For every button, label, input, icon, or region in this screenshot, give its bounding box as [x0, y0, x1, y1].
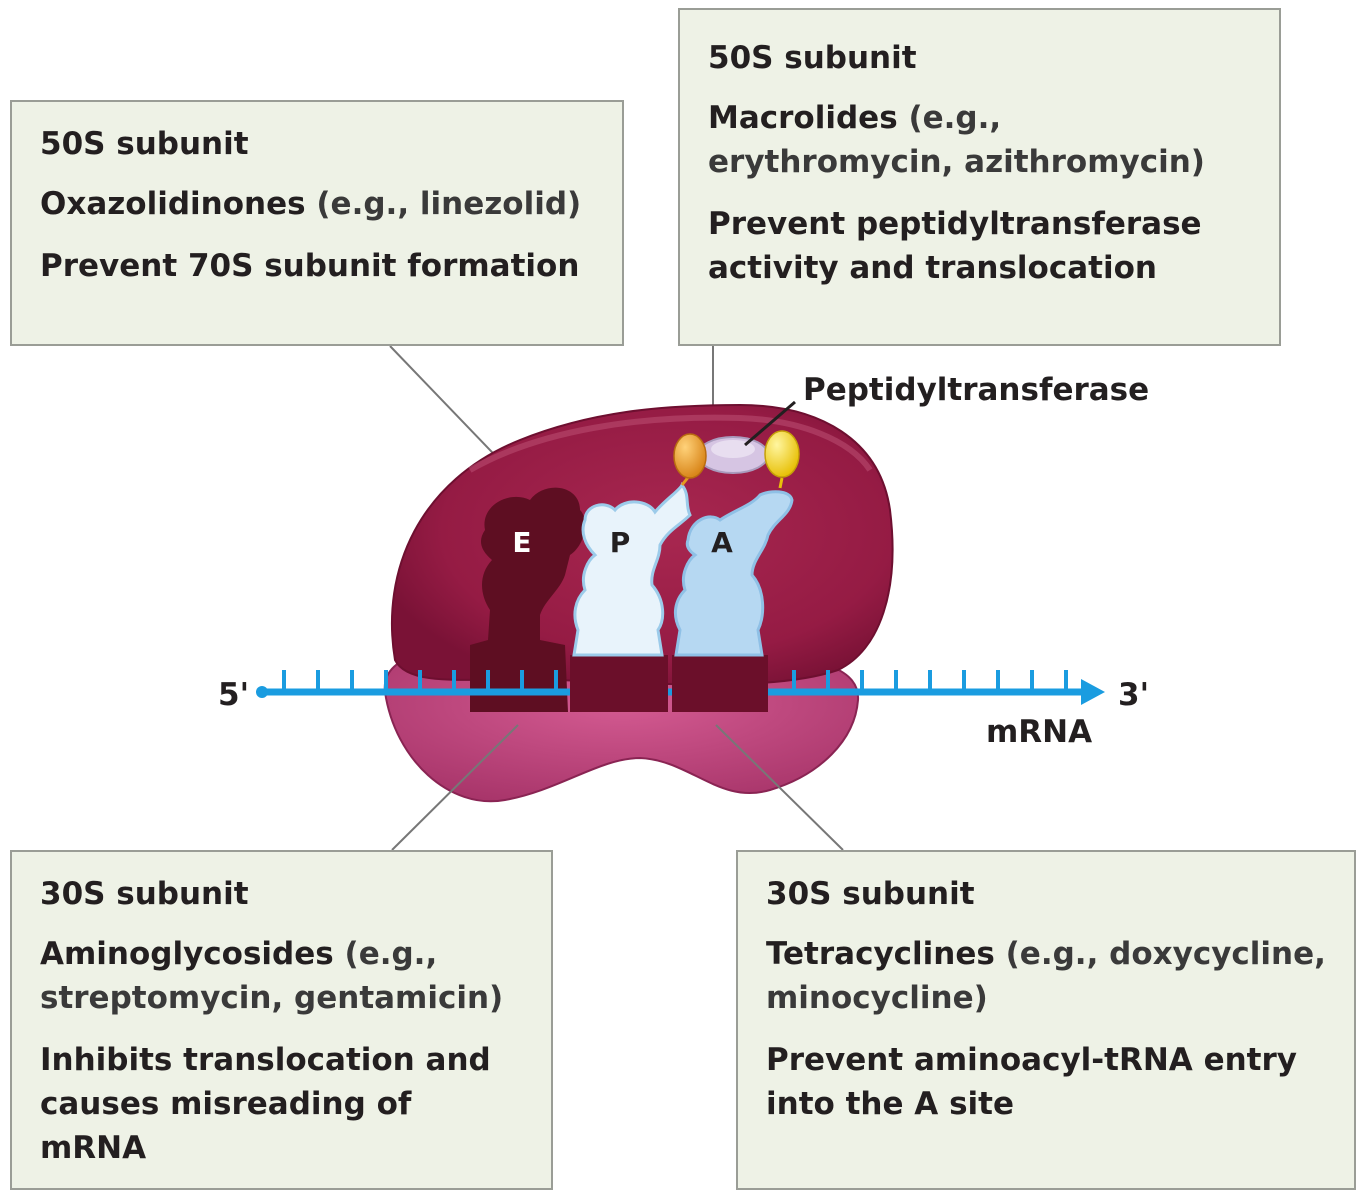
- mrna-tail: [256, 686, 268, 698]
- drug-class: Macrolides (e.g., erythromycin, azithrom…: [708, 96, 1251, 184]
- macrolides-box: 50S subunit Macrolides (e.g., erythromyc…: [678, 8, 1281, 346]
- five-prime-label: 5': [218, 677, 249, 713]
- a-site-trna: [673, 490, 794, 657]
- a-site-codon-block: [672, 655, 768, 712]
- drug-class: Tetracyclines (e.g., doxycycline, minocy…: [766, 932, 1326, 1020]
- site-p-label: P: [610, 526, 631, 559]
- peptidyltransferase-site-inner: [711, 440, 755, 458]
- box-title: 50S subunit: [708, 40, 917, 76]
- drug-examples: (e.g., linezolid): [305, 186, 582, 222]
- drug-examples: (e.g., streptomycin, gentamicin): [40, 936, 504, 1016]
- box-title: 30S subunit: [40, 876, 249, 912]
- drug-class-name: Macrolides: [708, 100, 898, 136]
- amino-acid-orange: [673, 433, 707, 479]
- drug-class-name: Aminoglycosides: [40, 936, 334, 972]
- drug-effect: Inhibits translocation and causes misrea…: [40, 1042, 491, 1166]
- drug-class-name: Tetracyclines: [766, 936, 995, 972]
- e-site-trna: [470, 487, 586, 712]
- drug-class: Aminoglycosides (e.g., streptomycin, gen…: [40, 932, 523, 1020]
- peptidyltransferase-label: Peptidyltransferase: [803, 372, 1149, 408]
- aminoglycosides-box: 30S subunit Aminoglycosides (e.g., strep…: [10, 850, 553, 1190]
- tetracyclines-box: 30S subunit Tetracyclines (e.g., doxycyc…: [736, 850, 1356, 1190]
- amino-acid-yellow: [764, 430, 800, 478]
- drug-examples: (e.g., doxycycline, minocycline): [766, 936, 1326, 1016]
- box-title: 30S subunit: [766, 876, 975, 912]
- p-site-codon-block: [570, 655, 668, 712]
- leader-line-aminoglycosides: [391, 724, 519, 851]
- three-prime-label: 3': [1118, 677, 1149, 713]
- drug-examples: (e.g., erythromycin, azithromycin): [708, 100, 1205, 180]
- drug-class: Oxazolidinones (e.g., linezolid): [40, 182, 594, 226]
- leader-line-tetracyclines: [715, 724, 844, 851]
- large-subunit-highlight: [468, 414, 873, 473]
- box-title: 50S subunit: [40, 126, 249, 162]
- site-e-label: E: [512, 526, 531, 559]
- peptidyltransferase-leader-line: [744, 400, 796, 447]
- site-a-label: A: [711, 526, 733, 559]
- amino-acid-stem-a: [778, 477, 784, 489]
- p-site-trna: [572, 482, 692, 657]
- mrna-arrowhead: [1081, 679, 1105, 705]
- oxazolidinones-box: 50S subunit Oxazolidinones (e.g., linezo…: [10, 100, 624, 346]
- mrna-label: mRNA: [986, 714, 1092, 750]
- drug-effect: Prevent peptidyltransferase activity and…: [708, 206, 1202, 286]
- drug-effect: Prevent aminoacyl-tRNA entry into the A …: [766, 1042, 1297, 1122]
- drug-class-name: Oxazolidinones: [40, 186, 306, 222]
- drug-effect: Prevent 70S subunit formation: [40, 248, 580, 284]
